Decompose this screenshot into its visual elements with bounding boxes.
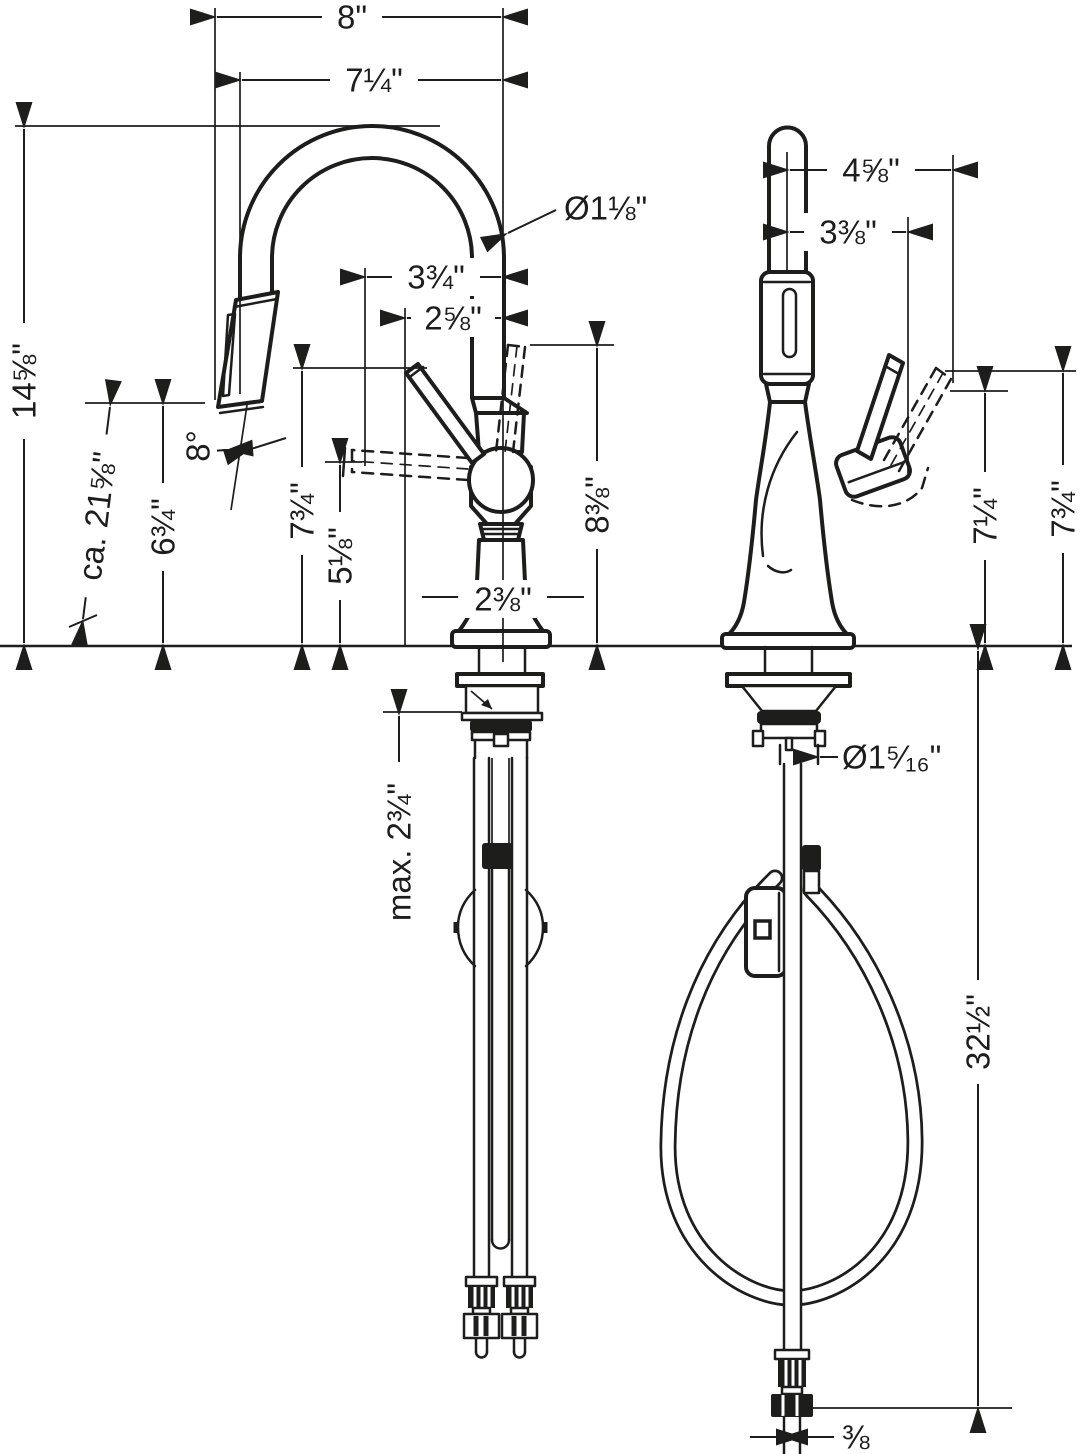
pulldown-hose-connector bbox=[482, 843, 513, 869]
label-handle-up-height-front: 7¾" bbox=[1045, 480, 1080, 538]
label-handle-reach-upper: 3¾" bbox=[407, 259, 465, 296]
body-upper bbox=[474, 411, 526, 454]
label-spout-diameter: Ø1⅛" bbox=[564, 190, 647, 227]
label-sprayer-height: 6¾" bbox=[145, 498, 182, 556]
label-handle-reach-lower: 2⅝" bbox=[424, 300, 482, 337]
label-handle-offset: 3⅜" bbox=[819, 214, 877, 251]
dimension-labels: 8" 7¼" Ø1⅛" 3¾" 2⅝" 14⅝" ca. 21⅝" 6¾" 8°… bbox=[5, 0, 1080, 1454]
label-supply-connection: ⅜ bbox=[842, 1419, 870, 1454]
label-spout-width: 8" bbox=[337, 0, 367, 36]
body-highlight-swoosh bbox=[760, 430, 799, 558]
pulldown-hose bbox=[490, 867, 511, 1250]
shank-pin bbox=[492, 732, 510, 748]
label-spout-reach: 7¼" bbox=[345, 62, 403, 99]
lock-nut bbox=[470, 720, 532, 732]
front-view bbox=[659, 125, 953, 1454]
pulldown-connector-front bbox=[802, 845, 821, 871]
base-plinth bbox=[450, 629, 552, 649]
dim-hose-pullout-tick bbox=[68, 614, 98, 628]
body-highlight-tick bbox=[766, 564, 793, 574]
bracket-pin bbox=[784, 736, 794, 752]
label-hose-length: 32½" bbox=[960, 994, 997, 1070]
supply-hose-connector bbox=[500, 1275, 539, 1359]
label-handle-down-height: 5⅛" bbox=[322, 527, 359, 585]
seal-band bbox=[757, 711, 821, 724]
grip-slot bbox=[781, 287, 798, 359]
label-spout-height: 14⅝" bbox=[6, 343, 43, 419]
valve-nut bbox=[478, 522, 524, 542]
lever-handle-up-dashed bbox=[494, 343, 527, 454]
bracket-tab bbox=[751, 729, 765, 748]
handle-hub-alt-dashed bbox=[850, 466, 930, 508]
lever-handle-forward-dashed bbox=[350, 448, 470, 482]
label-shank-diameter: Ø1⁵⁄₁₆" bbox=[842, 739, 941, 776]
hose-clip-right bbox=[524, 888, 545, 968]
mounting-bracket bbox=[759, 722, 819, 740]
supply-hose-connector bbox=[462, 1275, 501, 1359]
reference-lines bbox=[15, 8, 1076, 1409]
lever-tip-line-front bbox=[883, 364, 901, 376]
sprayer-axis-line bbox=[230, 404, 248, 511]
supply-hose-connector-front bbox=[771, 1348, 813, 1454]
flange-lip bbox=[460, 711, 544, 722]
dim-spout-diameter-leader bbox=[479, 209, 557, 253]
supply-hoses bbox=[472, 756, 529, 1279]
side-view bbox=[216, 124, 552, 1359]
bracket-tab bbox=[813, 729, 827, 748]
label-handle-height-front: 7¼" bbox=[967, 487, 1004, 545]
lever-handle-front bbox=[855, 353, 905, 461]
label-base-diameter: 2⅜" bbox=[474, 581, 532, 618]
mounting-flange bbox=[455, 672, 545, 688]
gooseneck-spout bbox=[238, 124, 506, 400]
label-handle-up-height: 8⅜" bbox=[579, 476, 616, 534]
sprayer-collar-line bbox=[232, 297, 279, 309]
label-deck-thickness: max. 2¾" bbox=[381, 783, 418, 921]
label-hose-pullout: ca. 21⅝" bbox=[71, 450, 123, 583]
mounting-wedge bbox=[740, 684, 838, 713]
mounting-block-slash-arrow bbox=[481, 699, 492, 709]
dim-angle-right bbox=[222, 437, 287, 466]
label-handle-tip-height: 7¾" bbox=[284, 482, 321, 540]
mounting-block bbox=[464, 684, 540, 715]
handle-hub-line bbox=[847, 461, 905, 484]
pulldown-connector-sleeve bbox=[802, 869, 821, 895]
sprayer-face-strip bbox=[221, 312, 237, 398]
hose-clip-left bbox=[456, 888, 477, 968]
spout-body-joint-front bbox=[764, 382, 811, 404]
base-plinth-front bbox=[720, 632, 856, 650]
sprayer-outlet-lip bbox=[218, 405, 265, 415]
lever-handle-alt-dashed bbox=[882, 366, 953, 473]
supply-tube-core bbox=[784, 764, 801, 1350]
weight-block-hole bbox=[753, 919, 772, 940]
faucet-body-front bbox=[724, 400, 852, 639]
lever-handle bbox=[404, 362, 486, 465]
spout-body-joint bbox=[470, 396, 529, 415]
label-sprayer-angle: 8° bbox=[180, 430, 217, 462]
mounting-flange-front bbox=[725, 672, 852, 688]
label-spout-offset-wide: 4⅝" bbox=[842, 152, 900, 189]
